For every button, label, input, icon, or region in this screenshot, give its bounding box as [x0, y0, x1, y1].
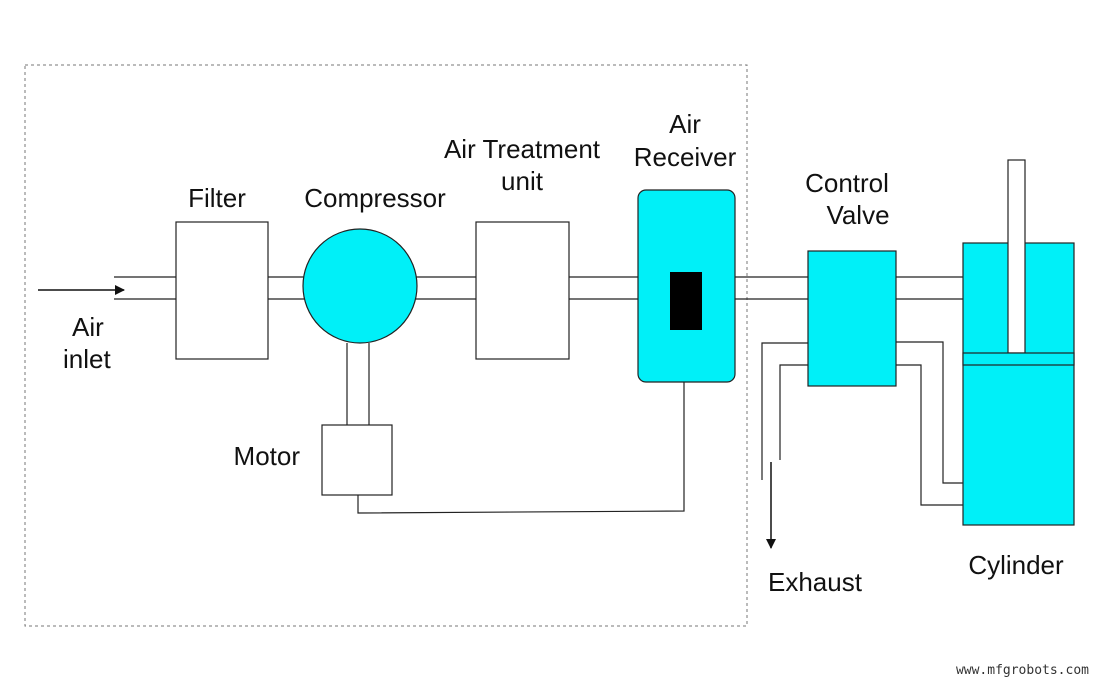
- air-inlet-label-2: inlet: [63, 344, 111, 374]
- air-treatment-box: [475, 221, 570, 360]
- cylinder-body: [962, 242, 1075, 526]
- filter-box: [175, 221, 269, 360]
- motor-label: Motor: [234, 441, 301, 471]
- compressor-label: Compressor: [304, 183, 446, 213]
- control-valve-label-2: Valve: [826, 200, 889, 230]
- air-treatment-label-1: Air Treatment: [444, 134, 601, 164]
- watermark: www.mfgrobots.com: [956, 663, 1089, 678]
- piston-rod: [1007, 159, 1026, 354]
- piston-head: [962, 352, 1075, 366]
- pressure-sensor: [670, 272, 702, 330]
- air-receiver-label-2: Receiver: [634, 142, 737, 172]
- cylinder: [962, 159, 1075, 526]
- motor-box: [321, 424, 393, 496]
- air-receiver-label-1: Air: [669, 109, 701, 139]
- pipe-receiver-valve: [735, 276, 808, 300]
- exhaust-label: Exhaust: [768, 567, 863, 597]
- control-valve-label-1: Control: [805, 168, 889, 198]
- control-valve-box: [807, 250, 897, 387]
- compressor-circle: [302, 228, 418, 344]
- shaft-compressor-motor: [346, 343, 370, 425]
- pipe-filter-compressor: [268, 276, 305, 300]
- pressure-switch-signal-line: [357, 330, 685, 514]
- pipe-valve-cylinder: [896, 276, 963, 300]
- air-treatment-label-2: unit: [501, 166, 544, 196]
- cylinder-label: Cylinder: [968, 550, 1064, 580]
- pipe-inlet-filter: [114, 276, 176, 300]
- filter-label: Filter: [188, 183, 246, 213]
- pipe-compressor-treatment: [416, 276, 476, 300]
- supply-section-boundary: [24, 64, 748, 627]
- air-inlet-label-1: Air: [72, 312, 104, 342]
- pipe-treatment-receiver: [569, 276, 638, 300]
- pipe-valve-cylinder-return: [896, 341, 963, 506]
- exhaust-pipe: [761, 342, 808, 480]
